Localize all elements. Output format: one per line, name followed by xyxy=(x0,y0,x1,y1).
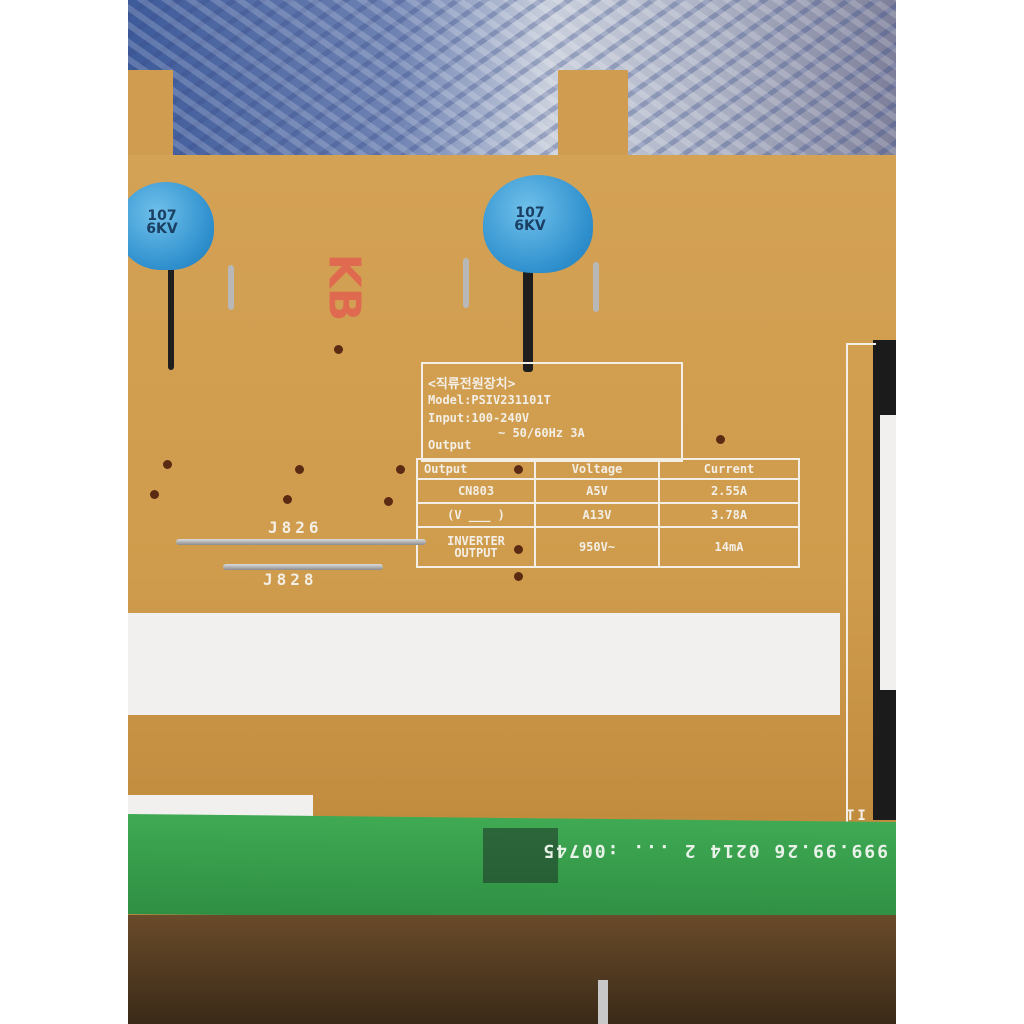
label-input: Input:100-240V xyxy=(428,411,530,425)
via-hole xyxy=(150,490,159,499)
table-row: (V ___ ) A13V 3.78A xyxy=(416,502,800,528)
capacitor-right-value: 107 xyxy=(515,205,545,221)
via-hole xyxy=(716,435,725,444)
capacitor-right-label: 107 6KV xyxy=(508,205,552,234)
table-header-voltage: Voltage xyxy=(534,458,660,480)
jumper-label-j826: J826 xyxy=(268,518,323,537)
via-hole xyxy=(295,465,304,474)
capacitor-left-value: 107 xyxy=(147,208,177,224)
label-title: <직류전원장치> xyxy=(428,377,516,392)
table-cell-current: 3.78A xyxy=(658,502,800,528)
via-hole xyxy=(384,497,393,506)
via-hole xyxy=(514,465,523,474)
ic-chip xyxy=(483,828,558,883)
table-row: INVERTER OUTPUT 950V~ 14mA xyxy=(416,526,800,568)
corner-text: TI xyxy=(846,808,869,824)
transformer-label xyxy=(880,415,896,690)
table-cell-voltage: A13V xyxy=(534,502,660,528)
table-row: CN803 A5V 2.55A xyxy=(416,478,800,504)
board-tab-middle xyxy=(558,70,628,165)
kb-mark: KB xyxy=(318,253,370,322)
via-hole xyxy=(514,572,523,581)
white-insulator-strip xyxy=(128,613,840,715)
jumper-wire-j828 xyxy=(223,564,383,570)
table-cell-output: (V ___ ) xyxy=(416,502,536,528)
component-outline xyxy=(846,343,876,827)
output-table: Output Voltage Current CN803 A5V 2.55A (… xyxy=(416,458,800,568)
capacitor-right-pin-right xyxy=(593,262,599,312)
via-hole xyxy=(334,345,343,354)
dark-underside xyxy=(128,915,896,1024)
table-cell-voltage: A5V xyxy=(534,478,660,504)
background-fabric xyxy=(128,0,896,165)
capacitor-left-pin xyxy=(228,265,234,310)
table-cell-voltage: 950V~ xyxy=(534,526,660,568)
table-header-current: Current xyxy=(658,458,800,480)
capacitor-left xyxy=(128,182,214,270)
table-header-output: Output xyxy=(416,458,536,480)
table-cell-current: 14mA xyxy=(658,526,800,568)
via-hole xyxy=(396,465,405,474)
via-hole xyxy=(283,495,292,504)
label-input-freq: ~ 50/60Hz 3A xyxy=(498,426,585,440)
table-cell-output: INVERTER OUTPUT xyxy=(416,526,536,568)
capacitor-right-pin-left xyxy=(463,258,469,308)
label-output: Output xyxy=(428,438,472,452)
green-pcb-text: 999.99.26 0214 2 ... :00745 xyxy=(541,840,888,861)
via-hole xyxy=(163,460,172,469)
jumper-label-j828: J828 xyxy=(263,570,318,589)
table-cell-output: CN803 xyxy=(416,478,536,504)
capacitor-right-voltage: 6KV xyxy=(514,218,546,234)
board-tab-left xyxy=(128,70,173,165)
capacitor-left-voltage: 6KV xyxy=(146,221,178,237)
capacitor-left-label: 107 6KV xyxy=(142,208,182,237)
capacitor-right xyxy=(483,175,593,273)
bottom-pin xyxy=(598,980,608,1024)
capacitor-left-lead xyxy=(168,265,174,370)
table-cell-current: 2.55A xyxy=(658,478,800,504)
via-hole xyxy=(514,545,523,554)
label-model: Model:PSIV231101T xyxy=(428,393,551,407)
jumper-wire-j826 xyxy=(176,539,426,545)
pcb-photo: 107 6KV 107 6KV KB <직류전원장치> Model:PSIV23… xyxy=(128,0,896,1024)
table-header-row: Output Voltage Current xyxy=(416,458,800,480)
capacitor-right-lead xyxy=(523,262,533,372)
